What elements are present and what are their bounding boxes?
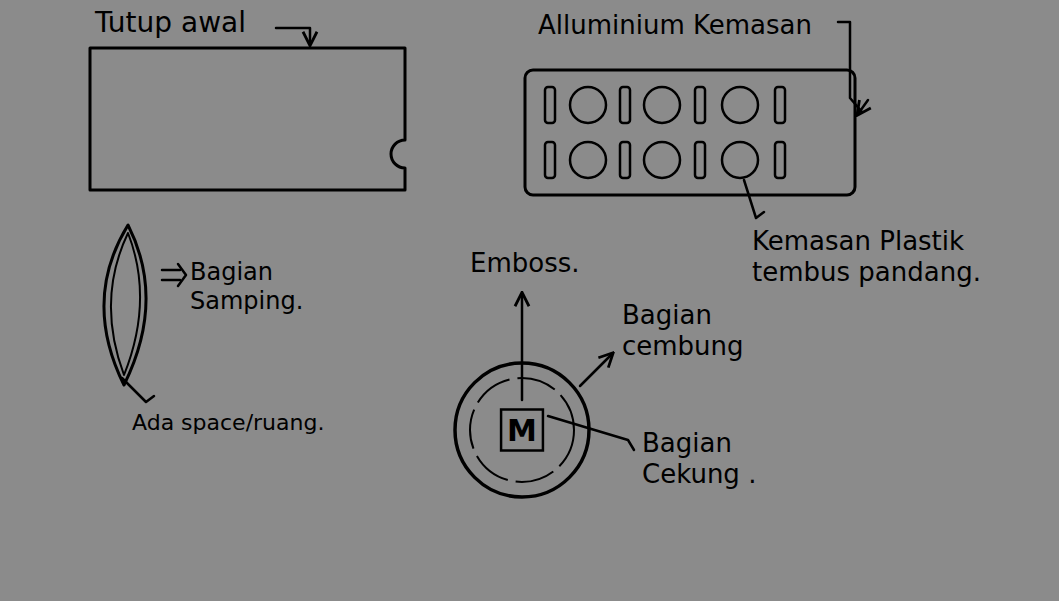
annotation-label: Emboss. xyxy=(470,248,580,279)
annotation-label: Tutup awal xyxy=(95,6,246,40)
annotation-label: Bagian Cekung . xyxy=(642,428,792,490)
emboss-letter: M xyxy=(507,413,537,448)
annotation-label: Bagian cembung xyxy=(622,300,792,362)
annotation-label: Alluminium Kemasan xyxy=(538,10,812,41)
annotation-label: Bagian Samping. xyxy=(190,258,320,316)
emboss-coin: M xyxy=(452,360,592,500)
annotation-label: Ada space/ruang. xyxy=(132,410,324,436)
annotation-label: Kemasan Plastik tembus pandang. xyxy=(752,226,1042,288)
